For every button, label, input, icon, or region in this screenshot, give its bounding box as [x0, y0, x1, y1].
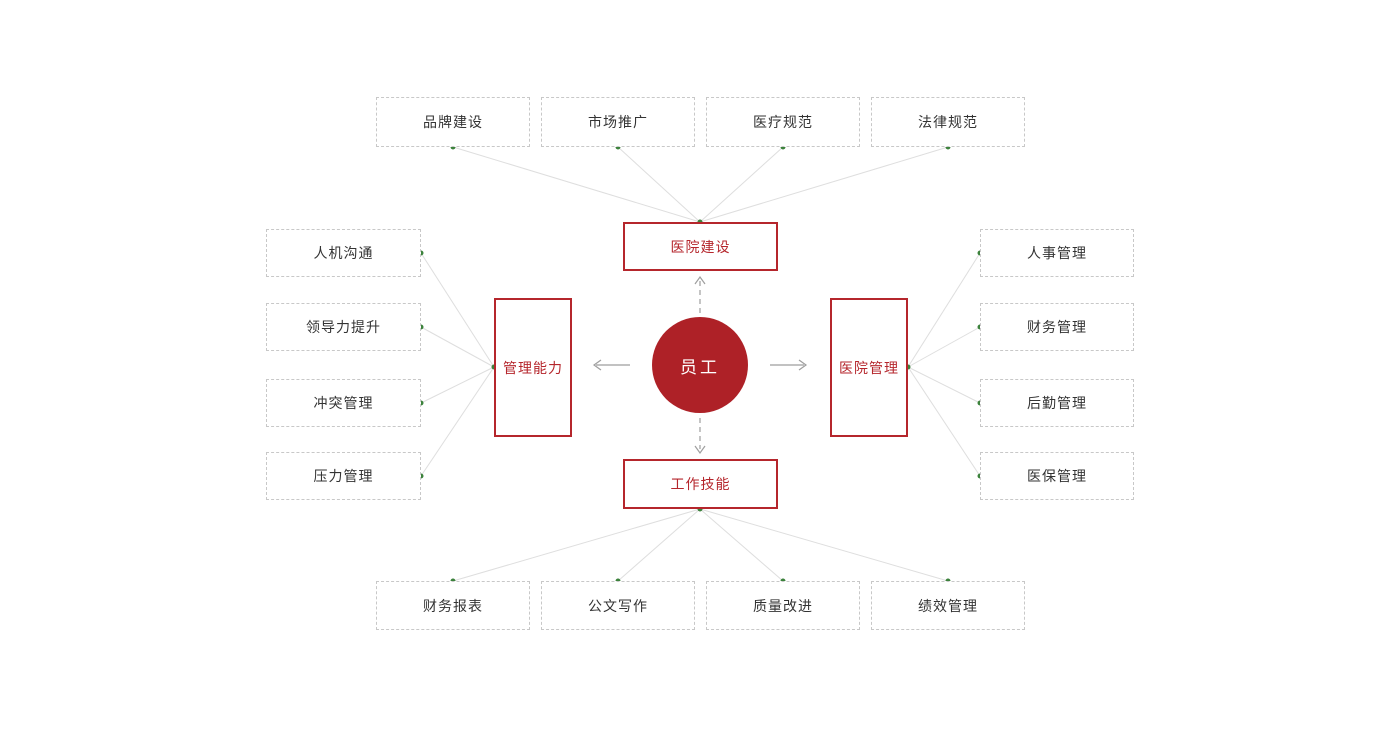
center-employee-node: 员工	[652, 317, 748, 413]
connector-line	[617, 146, 701, 223]
connector-line	[907, 366, 981, 477]
satellite-label: 市场推广	[588, 114, 648, 130]
satellite-label: 领导力提升	[306, 319, 381, 335]
connector-line	[699, 146, 784, 223]
hub-management-ability: 管理能力	[494, 298, 572, 437]
hub-label: 医院管理	[839, 359, 899, 376]
connector-line	[699, 508, 784, 582]
connector-line	[420, 326, 495, 368]
satellite-label: 人机沟通	[313, 245, 374, 261]
satellite-label: 冲突管理	[313, 395, 374, 411]
satellite-insurance-management: 医保管理	[980, 452, 1134, 500]
satellite-performance-management: 绩效管理	[871, 581, 1025, 630]
satellite-finance-management: 财务管理	[980, 303, 1134, 351]
hub-label: 医院建设	[670, 238, 731, 255]
hub-hospital-management: 医院管理	[830, 298, 908, 437]
hub-label: 管理能力	[503, 359, 563, 376]
satellite-label: 财务报表	[423, 597, 483, 614]
satellite-label: 法律规范	[918, 114, 978, 130]
connector-line	[452, 508, 701, 582]
satellite-label: 财务管理	[1027, 319, 1087, 335]
satellite-brand-building: 品牌建设	[376, 97, 530, 147]
satellite-stress-management: 压力管理	[266, 452, 421, 500]
center-label: 员工	[680, 357, 720, 377]
satellite-logistics-management: 后勤管理	[980, 379, 1134, 427]
satellite-leadership: 领导力提升	[266, 303, 421, 351]
satellite-label: 医疗规范	[753, 114, 813, 130]
satellite-conflict-management: 冲突管理	[266, 379, 421, 427]
connector-line	[420, 252, 495, 368]
connector-line	[452, 146, 701, 223]
satellite-medical-standards: 医疗规范	[706, 97, 860, 147]
satellite-label: 医保管理	[1027, 468, 1087, 484]
connector-line	[907, 326, 981, 368]
connector-line	[699, 508, 949, 582]
connector-line	[420, 366, 495, 477]
arrow-down-head-icon	[694, 445, 706, 455]
satellite-legal-standards: 法律规范	[871, 97, 1025, 147]
satellite-hr-management: 人事管理	[980, 229, 1134, 277]
satellite-quality-improvement: 质量改进	[706, 581, 860, 630]
hub-label: 工作技能	[670, 476, 731, 492]
connector-line	[907, 252, 981, 368]
satellite-label: 压力管理	[313, 468, 374, 484]
connector-line	[699, 146, 949, 223]
connector-line	[907, 366, 981, 404]
connector-line	[420, 366, 495, 404]
satellite-label: 品牌建设	[423, 114, 483, 130]
arrow-left-head-icon	[592, 359, 602, 371]
satellite-label: 人事管理	[1027, 245, 1087, 261]
satellite-communication: 人机沟通	[266, 229, 421, 277]
connector-line	[617, 508, 701, 582]
arrow-right-head-icon	[798, 359, 808, 371]
arrow-up-head-icon	[694, 275, 706, 285]
hub-work-skills: 工作技能	[623, 459, 778, 509]
satellite-market-promotion: 市场推广	[541, 97, 695, 147]
satellite-label: 绩效管理	[918, 597, 978, 614]
satellite-document-writing: 公文写作	[541, 581, 695, 630]
hub-hospital-construction: 医院建设	[623, 222, 778, 271]
satellite-financial-reports: 财务报表	[376, 581, 530, 630]
satellite-label: 后勤管理	[1027, 395, 1087, 411]
satellite-label: 质量改进	[753, 597, 813, 614]
satellite-label: 公文写作	[588, 597, 648, 614]
